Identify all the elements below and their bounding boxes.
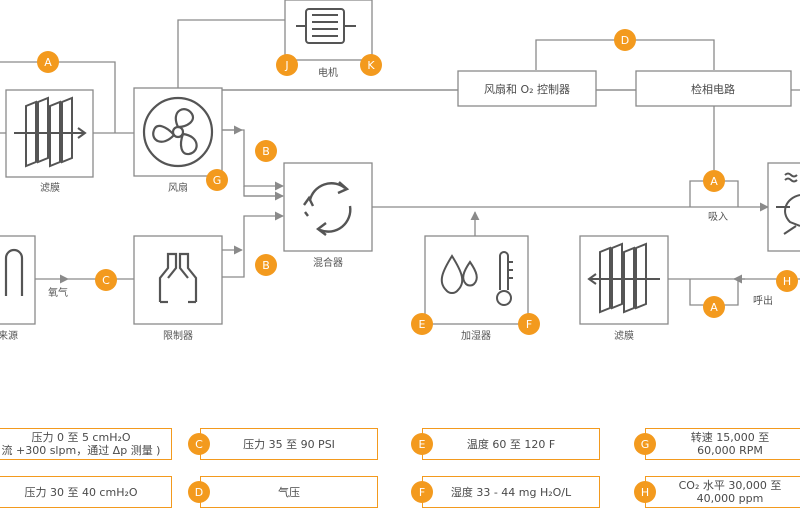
svg-text:A: A [710,175,718,188]
detection-circuit-label: 检相电路 [691,82,735,96]
fan-node[interactable] [133,87,223,177]
fan-label: 风扇 [168,181,188,194]
badge-b-lower: B [255,254,277,276]
svg-text:G: G [213,174,222,187]
limiter-label: 限制器 [163,329,193,342]
humidifier-label: 加湿器 [461,330,491,342]
fan-o2-controller-node[interactable]: 风扇和 O₂ 控制器 [457,70,597,107]
oxygen-label: 氧气 [48,286,68,299]
legend-badge-h: H [634,481,656,503]
filter-icon [14,96,87,168]
svg-text:A: A [44,56,52,69]
legend-item-h: CO₂ 水平 30,000 至 40,000 ppm [645,476,800,508]
legend-item-g: 转速 15,000 至 60,000 RPM [645,428,800,460]
legend-line: 40,000 ppm [696,492,764,505]
badge-a-exhale: A [703,296,725,318]
badge-f: F [518,313,540,335]
tank-icon [4,248,24,296]
motor-node[interactable] [284,0,373,61]
svg-text:H: H [783,275,791,288]
sensor-badges: A G J K B B C D A A H E F [37,29,798,335]
svg-text:B: B [262,145,270,158]
legend-item-e: 温度 60 至 120 F [422,428,600,460]
legend-line: 压力 35 至 90 PSI [243,437,335,451]
restrictor-icon [158,252,198,304]
legend-item-a: 压力 0 至 5 cmH₂O 流 +300 slpm，通过 Δp 测量 ) [0,428,172,460]
detection-circuit-node[interactable]: 检相电路 [635,70,792,107]
filter-right-node[interactable] [579,235,669,325]
exhale-label: 呼出 [753,294,773,307]
badge-d: D [614,29,636,51]
legend-line: 压力 0 至 5 cmH₂O [31,431,131,444]
svg-text:D: D [621,34,629,47]
legend-badge-g: G [634,433,656,455]
badge-k: K [360,54,382,76]
filter-left-node[interactable] [5,89,94,178]
filter-icon [587,242,660,314]
limiter-node[interactable] [133,235,223,325]
badge-e: E [411,313,433,335]
svg-text:J: J [284,59,288,72]
legend-item-b: 压力 30 至 40 cmH₂O [0,476,172,508]
svg-text:E: E [419,318,426,331]
badge-g: G [206,169,228,191]
badge-h: H [776,270,798,292]
fan-o2-controller-label: 风扇和 O₂ 控制器 [484,82,570,96]
humidifier-node[interactable] [424,235,529,325]
legend-line: 转速 15,000 至 [690,431,770,444]
recycle-icon [303,181,352,236]
svg-text:C: C [102,274,110,287]
patient-node[interactable] [767,162,800,252]
legend-line: CO₂ 水平 30,000 至 [678,479,782,492]
connector-lines [0,19,800,306]
legend-line: 压力 30 至 40 cmH₂O [24,485,138,499]
legend-badge-e: E [411,433,433,455]
filter-left-label: 滤膜 [40,181,60,194]
legend-item-f: 湿度 33 - 44 mg H₂O/L [422,476,600,508]
legend-item-d: 气压 [200,476,378,508]
badge-c: C [95,269,117,291]
svg-text:K: K [367,59,375,72]
legend-badge-f: F [411,481,433,503]
inhale-label: 吸入 [708,212,728,223]
mixer-label: 混合器 [313,256,343,269]
svg-text:F: F [526,318,532,331]
legend-badge-c: C [188,433,210,455]
badge-b-upper: B [255,140,277,162]
svg-text:B: B [262,259,270,272]
legend-line: 湿度 33 - 44 mg H₂O/L [450,485,572,499]
legend-line: 气压 [278,485,300,499]
legend-line: 流 +300 slpm，通过 Δp 测量 ) [1,444,161,457]
motor-icon [296,8,356,44]
source-label: 来源 [0,329,18,342]
fan-icon [142,96,214,168]
legend-badge-d: D [188,481,210,503]
badge-a-top: A [37,51,59,73]
mixer-node[interactable] [283,162,373,252]
badge-j: J [276,54,298,76]
filter-right-label: 滤膜 [614,329,634,342]
patient-mask-icon [776,172,800,235]
svg-text:A: A [710,301,718,314]
motor-label: 电机 [318,66,338,79]
legend-line: 温度 60 至 120 F [466,437,556,451]
legend-line: 60,000 RPM [697,444,763,457]
humidity-temperature-icon [440,251,513,306]
badge-a-inhale: A [703,170,725,192]
oxygen-source-node[interactable] [0,235,36,325]
legend-item-c: 压力 35 至 90 PSI [200,428,378,460]
